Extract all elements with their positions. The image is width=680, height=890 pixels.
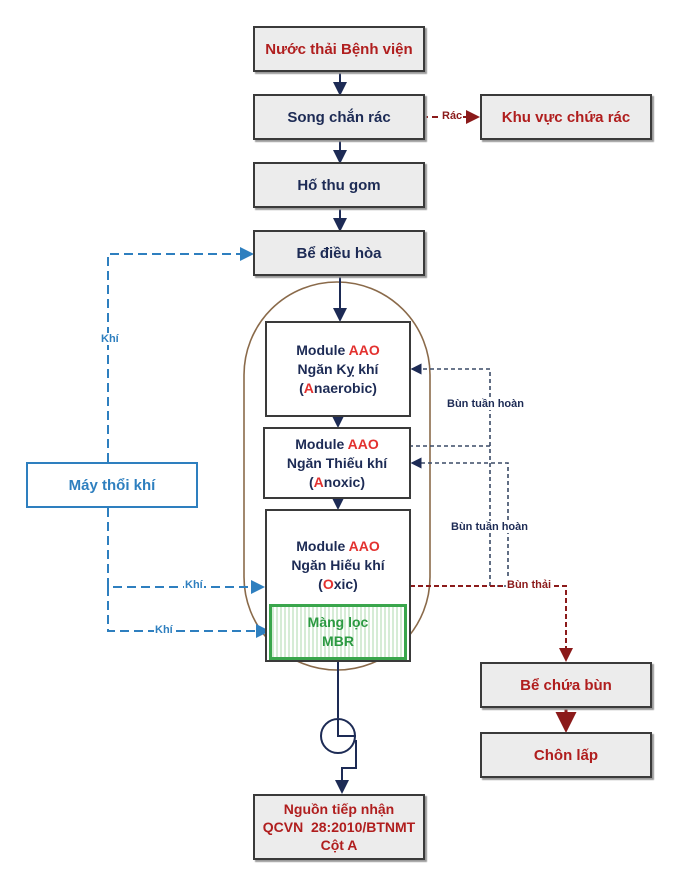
- landfill-box: Chôn lấp: [480, 732, 652, 778]
- anaerobic-module-box: Module AAO Ngăn Kỵ khí (Anaerobic): [265, 321, 411, 417]
- mbr-line1: Màng lọc: [307, 614, 369, 630]
- sludge-tank-box: Bể chứa bùn: [480, 662, 652, 708]
- anoxic-module-title: Module AAO: [295, 435, 379, 452]
- arrow-pump-receiver: [335, 740, 357, 794]
- anoxic-module-name: Ngăn Thiếu khí: [286, 454, 388, 471]
- label-recirc-2: Bùn tuần hoàn: [450, 521, 529, 533]
- anaerobic-module-term: (Anaerobic): [299, 379, 377, 396]
- anoxic-module-term: (Anoxic): [308, 473, 366, 490]
- oxic-module-title: Module AAO: [296, 538, 380, 554]
- oxic-module-name: Ngăn Hiếu khí: [291, 557, 385, 573]
- trash-area-box: Khu vực chứa rác: [480, 94, 652, 140]
- sludge-line-waste: [410, 585, 573, 662]
- pump-icon: [320, 718, 356, 754]
- screen-box: Song chắn rác: [253, 94, 425, 140]
- receiving-source-box: Nguồn tiếp nhận QCVN 28:2010/BTNMT Cột A: [253, 794, 425, 860]
- label-air-mbr: Khí: [154, 624, 174, 636]
- recirc-line-anaerobic: [410, 445, 491, 586]
- oxic-module-term: (Oxic): [318, 576, 358, 592]
- label-trash: Rác: [441, 110, 464, 122]
- label-air-oxic: Khí: [184, 579, 204, 591]
- anaerobic-module-title: Module AAO: [296, 341, 380, 358]
- air-line-equalization: [107, 247, 254, 462]
- receiver-line1: Nguồn tiếp nhận: [283, 801, 395, 817]
- equalization-tank-box: Bể điều hòa: [253, 230, 425, 276]
- label-recirc-1: Bùn tuần hoàn: [446, 398, 525, 410]
- label-waste-sludge: Bùn thải: [506, 579, 552, 591]
- air-blower-box: Máy thổi khí: [26, 462, 198, 508]
- anoxic-module-box: Module AAO Ngăn Thiếu khí (Anoxic): [263, 427, 411, 499]
- mbr-membrane-box: Màng lọc MBR: [269, 604, 407, 660]
- receiver-line3: Cột A: [320, 837, 358, 853]
- hospital-wastewater-box: Nước thải Bệnh viện: [253, 26, 425, 72]
- recirc-line-anoxic-upper: [410, 363, 491, 446]
- mbr-line2: MBR: [322, 633, 354, 649]
- receiver-line2: QCVN 28:2010/BTNMT: [262, 819, 416, 835]
- anaerobic-module-name: Ngăn Kỵ khí: [297, 360, 379, 377]
- air-line-oxic: [107, 508, 265, 594]
- collection-pit-box: Hố thu gom: [253, 162, 425, 208]
- label-air-top: Khí: [100, 333, 120, 345]
- air-line-mbr: [107, 587, 270, 638]
